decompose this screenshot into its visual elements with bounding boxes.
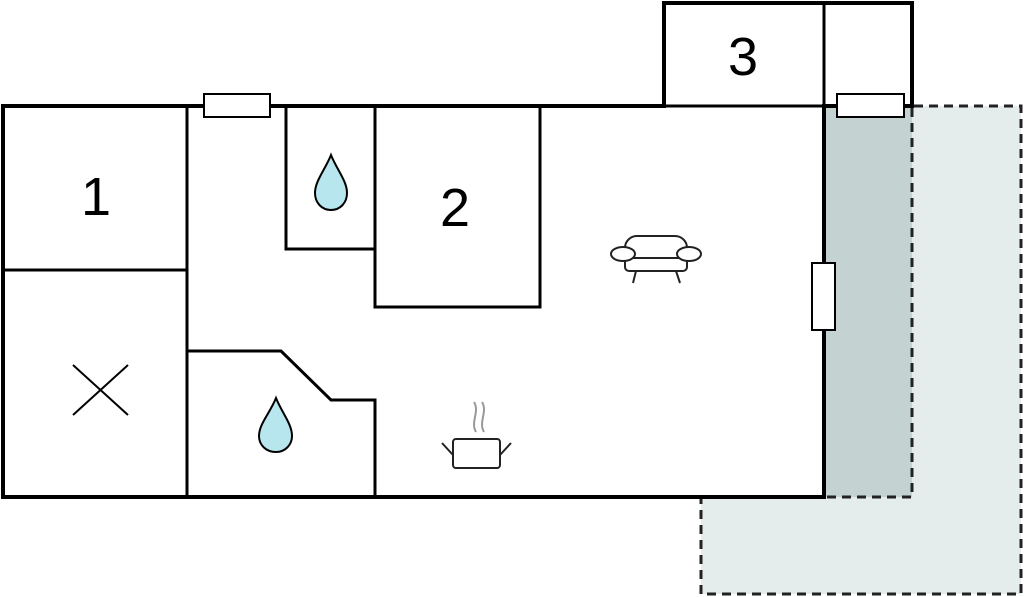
outer-walls xyxy=(1,1,914,499)
sofa-icon xyxy=(610,235,702,284)
water-drop-icon xyxy=(313,152,349,212)
window-icon xyxy=(811,262,836,331)
window-icon xyxy=(836,93,905,118)
water-drop-icon xyxy=(257,395,294,454)
cooking-pot-icon xyxy=(441,401,512,469)
room-label-2: 2 xyxy=(440,178,470,238)
room-label-1: 1 xyxy=(81,167,111,227)
covered-terrace xyxy=(822,104,914,499)
window-icon xyxy=(203,93,271,118)
interior-walls xyxy=(3,3,826,497)
cross-mark-icon xyxy=(72,364,129,416)
room-label-3: 3 xyxy=(728,27,758,87)
